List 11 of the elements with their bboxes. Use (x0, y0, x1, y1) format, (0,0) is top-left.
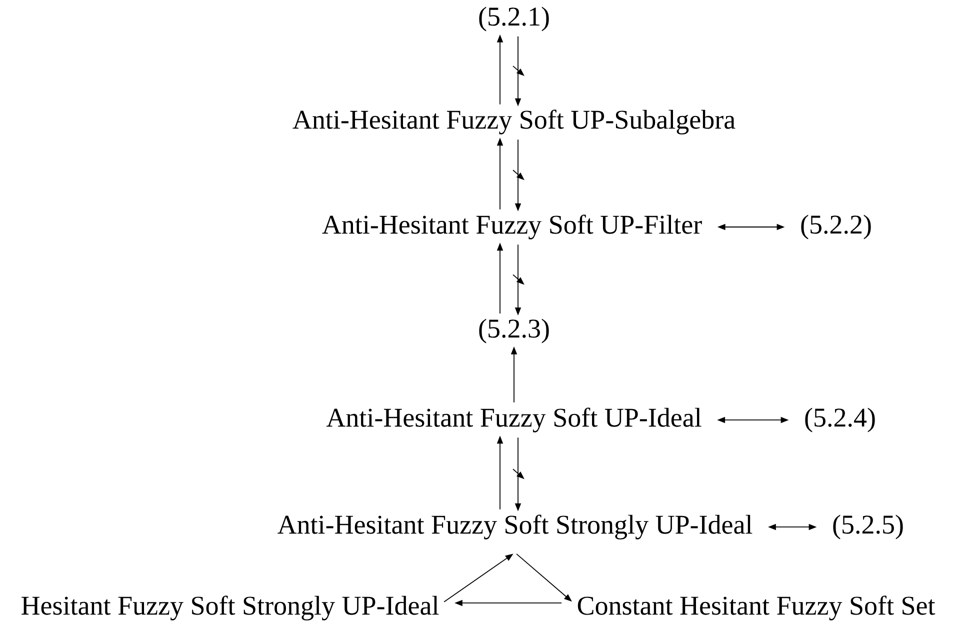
concept-label: Anti-Hesitant Fuzzy Soft UP-Subalgebra (292, 110, 736, 134)
reference-label: (5.2.1) (479, 6, 549, 32)
concept-label: Anti-Hesitant Fuzzy Soft UP-Ideal (326, 408, 702, 432)
concept-label: Hesitant Fuzzy Soft Strongly UP-Ideal (22, 596, 439, 620)
reference-label: (5.2.2) (801, 214, 871, 240)
concept-label: Constant Hesitant Fuzzy Soft Set (578, 596, 936, 620)
concept-label: Anti-Hesitant Fuzzy Soft UP-Filter (322, 214, 702, 240)
reference-label: (5.2.4) (805, 408, 875, 432)
reference-label: (5.2.5) (833, 514, 903, 540)
reference-label: (5.2.3) (479, 318, 549, 344)
concept-label: Anti-Hesitant Fuzzy Soft Strongly UP-Ideal (278, 514, 752, 540)
